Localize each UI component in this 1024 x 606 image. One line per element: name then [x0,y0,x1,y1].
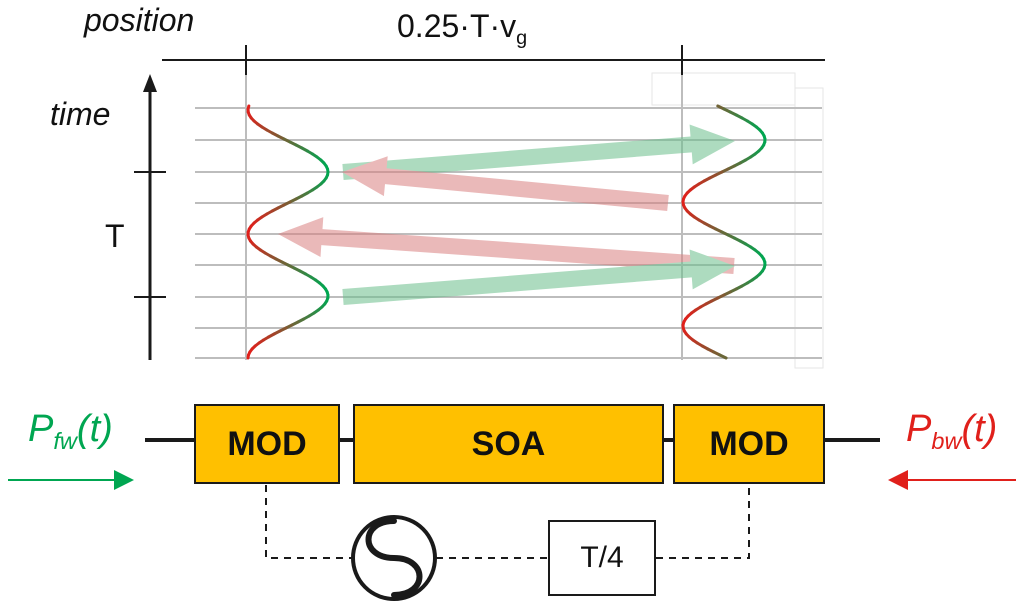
backward-signal-arg: (t) [961,408,998,450]
rf-connection-left [265,485,352,559]
ray-arrows [278,124,735,305]
backward-signal-subscript: bw [931,428,962,455]
period-label: T [105,218,125,254]
wave-segment [718,353,728,360]
forward-ray-arrow-lower [342,249,735,305]
modulator-right-label: MOD [709,424,789,463]
forward-signal-label: Pfw(t) [28,408,113,455]
backward-ray-arrow-upper [342,156,669,211]
backward-ray-arrow-lower [278,217,735,274]
delay-box: T/4 [548,520,656,596]
forward-ray-arrow-upper [342,124,735,180]
forward-signal-symbol: P [28,408,54,450]
modulation-waves [246,104,767,360]
mask-panel-right [794,87,824,369]
soa-label: SOA [471,424,546,463]
distance-label-subscript: g [516,26,528,49]
time-axis-arrowhead [143,74,157,92]
distance-label-main: 0.25·T·v [397,8,517,44]
forward-signal-arg: (t) [76,408,113,450]
rf-connection-right [656,485,750,559]
left-modulation-wave [246,104,330,360]
backward-signal-symbol: P [906,408,932,450]
forward-signal-subscript: fw [53,428,77,455]
modulator-left: MOD [194,404,340,484]
modulator-right: MOD [673,404,825,484]
right-modulation-wave [681,104,767,360]
position-axis-label: position [84,2,195,38]
distance-label: 0.25·T·vg [397,8,527,50]
soa-block: SOA [353,404,664,484]
backward-signal-label: Pbw(t) [906,408,997,455]
time-axis-label: time [50,96,111,132]
delay-label: T/4 [580,541,624,574]
mask-panel-top [651,72,796,106]
sine-source-icon [351,515,437,601]
modulator-left-label: MOD [227,424,307,463]
